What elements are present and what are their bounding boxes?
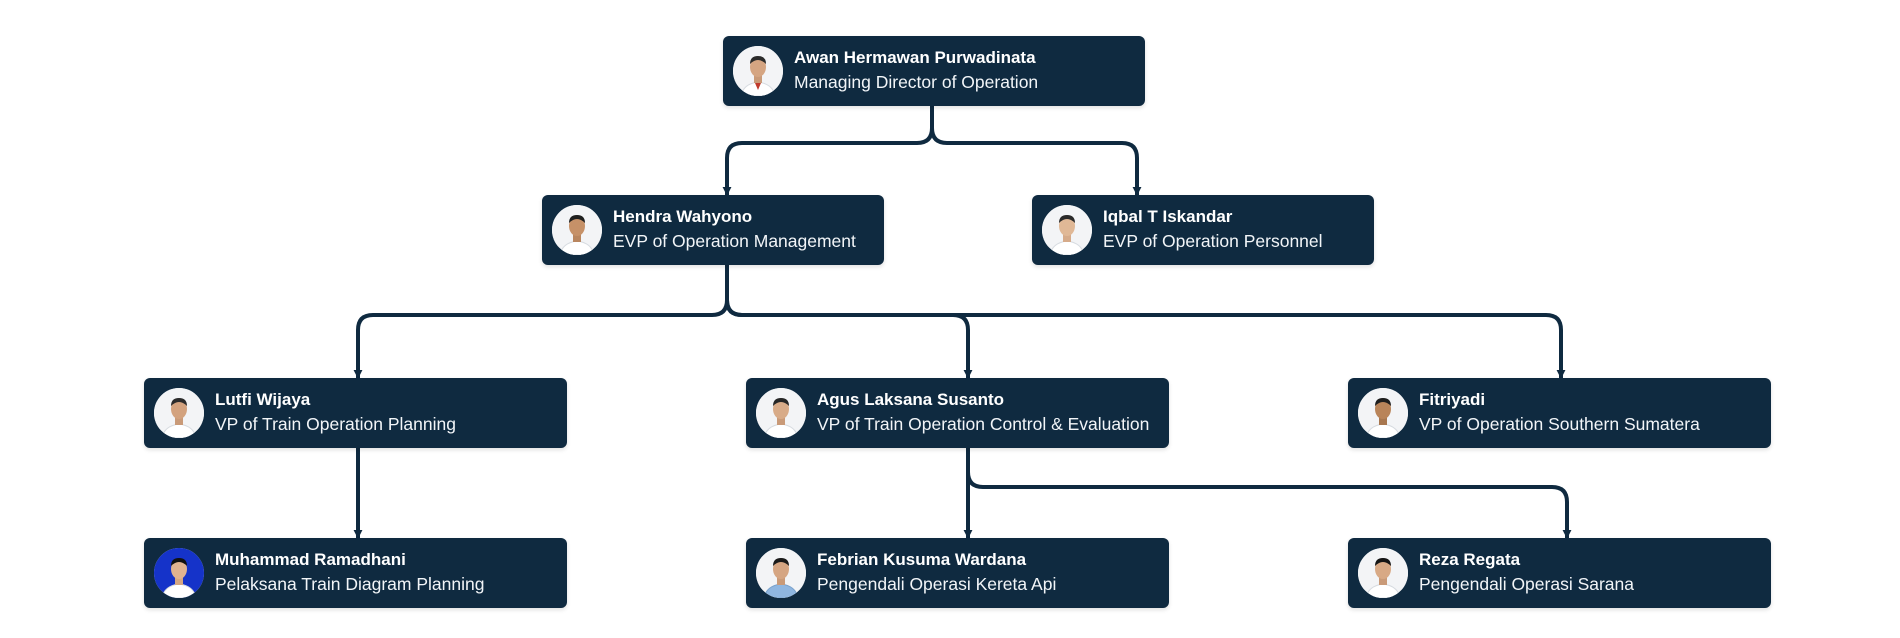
- node-vp-train-operation-planning[interactable]: Lutfi Wijaya VP of Train Operation Plann…: [144, 378, 567, 448]
- person-title: Pelaksana Train Diagram Planning: [215, 574, 485, 594]
- person-title: Managing Director of Operation: [794, 72, 1039, 92]
- node-vp-operation-southern-sumatera[interactable]: Fitriyadi VP of Operation Southern Sumat…: [1348, 378, 1771, 448]
- avatar-photo: [733, 46, 783, 96]
- connector-n5-n9: [966, 448, 1572, 539]
- person-title: VP of Train Operation Control & Evaluati…: [817, 414, 1150, 434]
- person-title: VP of Train Operation Planning: [215, 414, 456, 434]
- node-pelaksana-train-diagram-planning[interactable]: Muhammad Ramadhani Pelaksana Train Diagr…: [144, 538, 567, 608]
- node-vp-train-operation-control[interactable]: Agus Laksana Susanto VP of Train Operati…: [746, 378, 1169, 448]
- person-title: Pengendali Operasi Sarana: [1419, 574, 1635, 594]
- avatar-photo: [756, 548, 806, 598]
- avatar-photo: [154, 388, 204, 438]
- avatar-photo: [154, 548, 204, 598]
- person-name: Lutfi Wijaya: [215, 390, 311, 409]
- person-title: VP of Operation Southern Sumatera: [1419, 414, 1700, 434]
- avatar-photo: [756, 388, 806, 438]
- connector-n1-n3: [930, 106, 1142, 196]
- node-pengendali-operasi-kereta-api[interactable]: Febrian Kusuma Wardana Pengendali Operas…: [746, 538, 1169, 608]
- person-title: Pengendali Operasi Kereta Api: [817, 574, 1057, 594]
- person-name: Febrian Kusuma Wardana: [817, 550, 1027, 569]
- connector-n2-n4: [353, 265, 729, 379]
- person-name: Fitriyadi: [1419, 390, 1486, 409]
- node-pengendali-operasi-sarana[interactable]: Reza Regata Pengendali Operasi Sarana: [1348, 538, 1771, 608]
- avatar-photo: [1358, 388, 1408, 438]
- person-name: Reza Regata: [1419, 550, 1521, 569]
- person-title: EVP of Operation Personnel: [1103, 231, 1323, 251]
- avatar-photo: [1042, 205, 1092, 255]
- node-managing-director[interactable]: Awan Hermawan Purwadinata Managing Direc…: [723, 36, 1145, 106]
- connector-n2-n5: [725, 265, 973, 379]
- connector-n2-n6: [725, 265, 1566, 379]
- connector-n1-n2: [722, 106, 934, 196]
- person-name: Agus Laksana Susanto: [817, 390, 1005, 409]
- person-name: Iqbal T Iskandar: [1103, 207, 1233, 226]
- person-name: Muhammad Ramadhani: [215, 550, 406, 569]
- node-evp-operation-personnel[interactable]: Iqbal T Iskandar EVP of Operation Person…: [1032, 195, 1374, 265]
- person-name: Hendra Wahyono: [613, 207, 753, 226]
- avatar-photo: [552, 205, 602, 255]
- avatar-photo: [1358, 548, 1408, 598]
- person-name: Awan Hermawan Purwadinata: [794, 48, 1036, 67]
- person-title: EVP of Operation Management: [613, 231, 856, 251]
- node-evp-operation-management[interactable]: Hendra Wahyono EVP of Operation Manageme…: [542, 195, 884, 265]
